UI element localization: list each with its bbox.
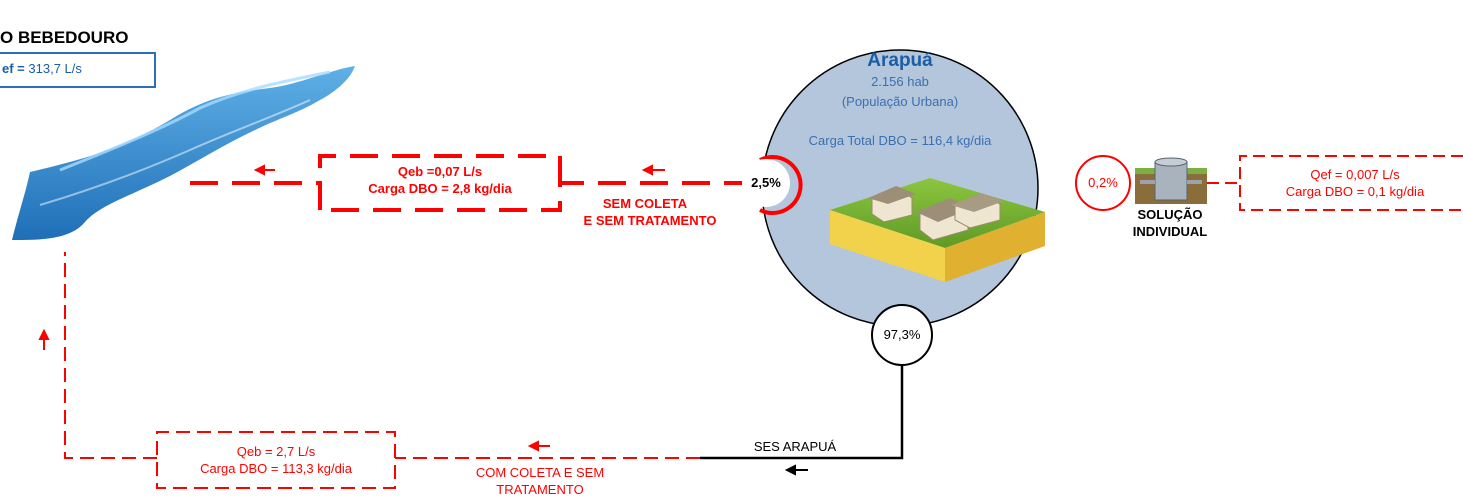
individual-percent-circle bbox=[1075, 155, 1131, 211]
individual-flow: Qef = 0,007 L/s bbox=[1310, 167, 1400, 182]
collected-flow-path bbox=[64, 252, 700, 489]
no-collection-percent-circle bbox=[742, 159, 790, 207]
individual-load: Carga DBO = 0,1 kg/dia bbox=[1285, 184, 1425, 199]
no-collection-label-line1: SEM COLETA bbox=[602, 196, 688, 211]
no-collection-label-line2: E SEM TRATAMENTO bbox=[583, 213, 717, 228]
individual-label-line2: INDIVIDUAL bbox=[1132, 224, 1208, 239]
individual-label-line1: SOLUÇÃO bbox=[1137, 207, 1203, 222]
septic-tank-icon bbox=[1135, 157, 1207, 204]
town-illustration bbox=[830, 178, 1045, 282]
river-title: O BEBEDOURO bbox=[0, 28, 129, 47]
no-collection-flow: Qeb =0,07 L/s bbox=[397, 164, 483, 179]
collected-flow: Qeb = 2,7 L/s bbox=[236, 444, 316, 459]
no-collection-flow-path bbox=[190, 154, 752, 212]
individual-percent: 0,2% bbox=[1088, 175, 1118, 190]
collected-arrows bbox=[38, 328, 550, 452]
city-load-total: Carga Total DBO = 116,4 kg/dia bbox=[808, 133, 992, 148]
collected-label-line1: COM COLETA E SEM bbox=[475, 465, 605, 480]
collected-percent: 97,3% bbox=[883, 327, 921, 342]
river-flow-value: 313,7 L/s bbox=[28, 61, 82, 76]
river-flow-label: ef = bbox=[2, 61, 25, 76]
collected-percent-circle bbox=[871, 304, 933, 366]
city-population-type: (População Urbana) bbox=[841, 94, 959, 109]
no-collection-percent: 2,5% bbox=[751, 175, 781, 190]
individual-flow-path bbox=[1135, 155, 1463, 211]
no-collection-load: Carga DBO = 2,8 kg/dia bbox=[368, 181, 512, 196]
city-population: 2.156 hab bbox=[871, 74, 929, 89]
ses-arrow bbox=[784, 464, 808, 476]
no-collection-arc bbox=[759, 155, 803, 215]
ses-black-line bbox=[700, 360, 904, 460]
ses-system-label: SES ARAPUÁ bbox=[753, 439, 837, 454]
collected-load: Carga DBO = 113,3 kg/dia bbox=[200, 461, 352, 476]
no-collection-arrows bbox=[253, 164, 665, 176]
city-name: Arapuá bbox=[867, 50, 933, 71]
river-flow-box: ef = 313,7 L/s bbox=[0, 52, 156, 88]
river-graphic bbox=[12, 66, 355, 240]
collected-label-line2: TRATAMENTO bbox=[496, 482, 584, 497]
